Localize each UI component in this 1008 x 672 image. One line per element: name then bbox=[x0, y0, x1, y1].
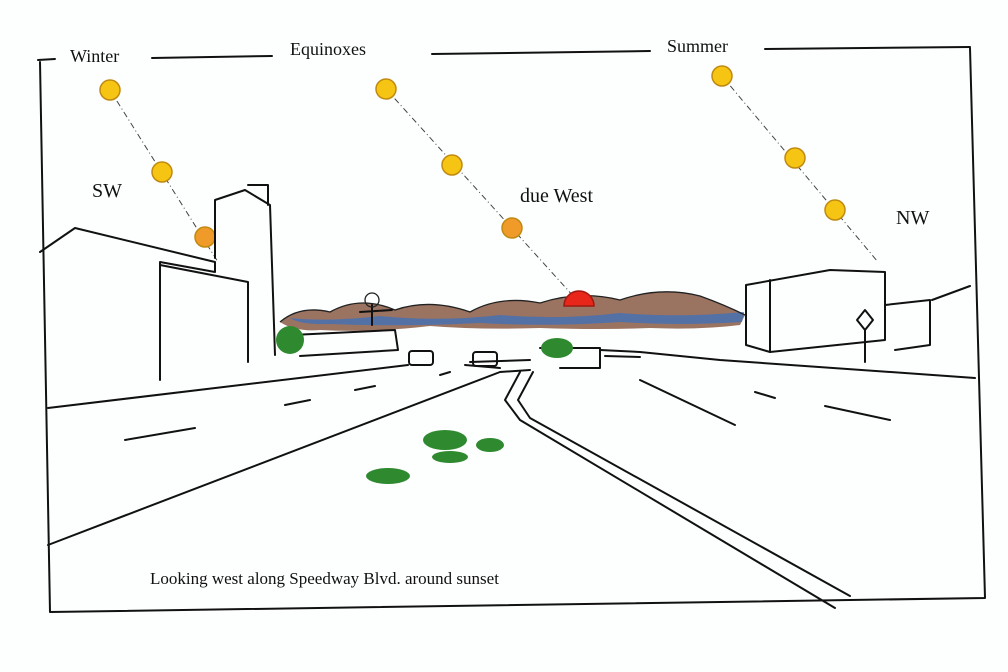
right-buildings bbox=[745, 269, 971, 363]
sun-winter-3 bbox=[194, 226, 216, 248]
median-shrubs bbox=[366, 430, 504, 484]
road bbox=[47, 349, 976, 609]
sun-equinox-3 bbox=[501, 217, 523, 239]
mountains bbox=[279, 291, 746, 331]
label-due-west: due West bbox=[520, 185, 593, 207]
shrub-center bbox=[541, 338, 573, 358]
frame bbox=[37, 46, 986, 613]
label-sw: SW bbox=[92, 180, 122, 202]
label-equinoxes: Equinoxes bbox=[290, 39, 366, 59]
equinox-sun-path bbox=[385, 88, 576, 299]
sun-equinox-1 bbox=[375, 78, 397, 100]
caption: Looking west along Speedway Blvd. around… bbox=[150, 569, 499, 588]
label-nw: NW bbox=[896, 207, 929, 229]
label-winter: Winter bbox=[70, 46, 119, 66]
sun-setting-due-west bbox=[563, 290, 595, 307]
sun-summer-2 bbox=[784, 147, 806, 169]
sun-winter-2 bbox=[151, 161, 173, 183]
summer-sun-path bbox=[721, 75, 879, 263]
suns bbox=[99, 65, 846, 307]
sun-winter-1 bbox=[99, 79, 121, 101]
sun-equinox-2 bbox=[441, 154, 463, 176]
left-buildings bbox=[39, 184, 399, 381]
sun-summer-1 bbox=[711, 65, 733, 87]
left-sign bbox=[364, 292, 380, 308]
sun-summer-3 bbox=[824, 199, 846, 221]
shrub-left bbox=[276, 326, 304, 354]
label-summer: Summer bbox=[667, 36, 728, 56]
